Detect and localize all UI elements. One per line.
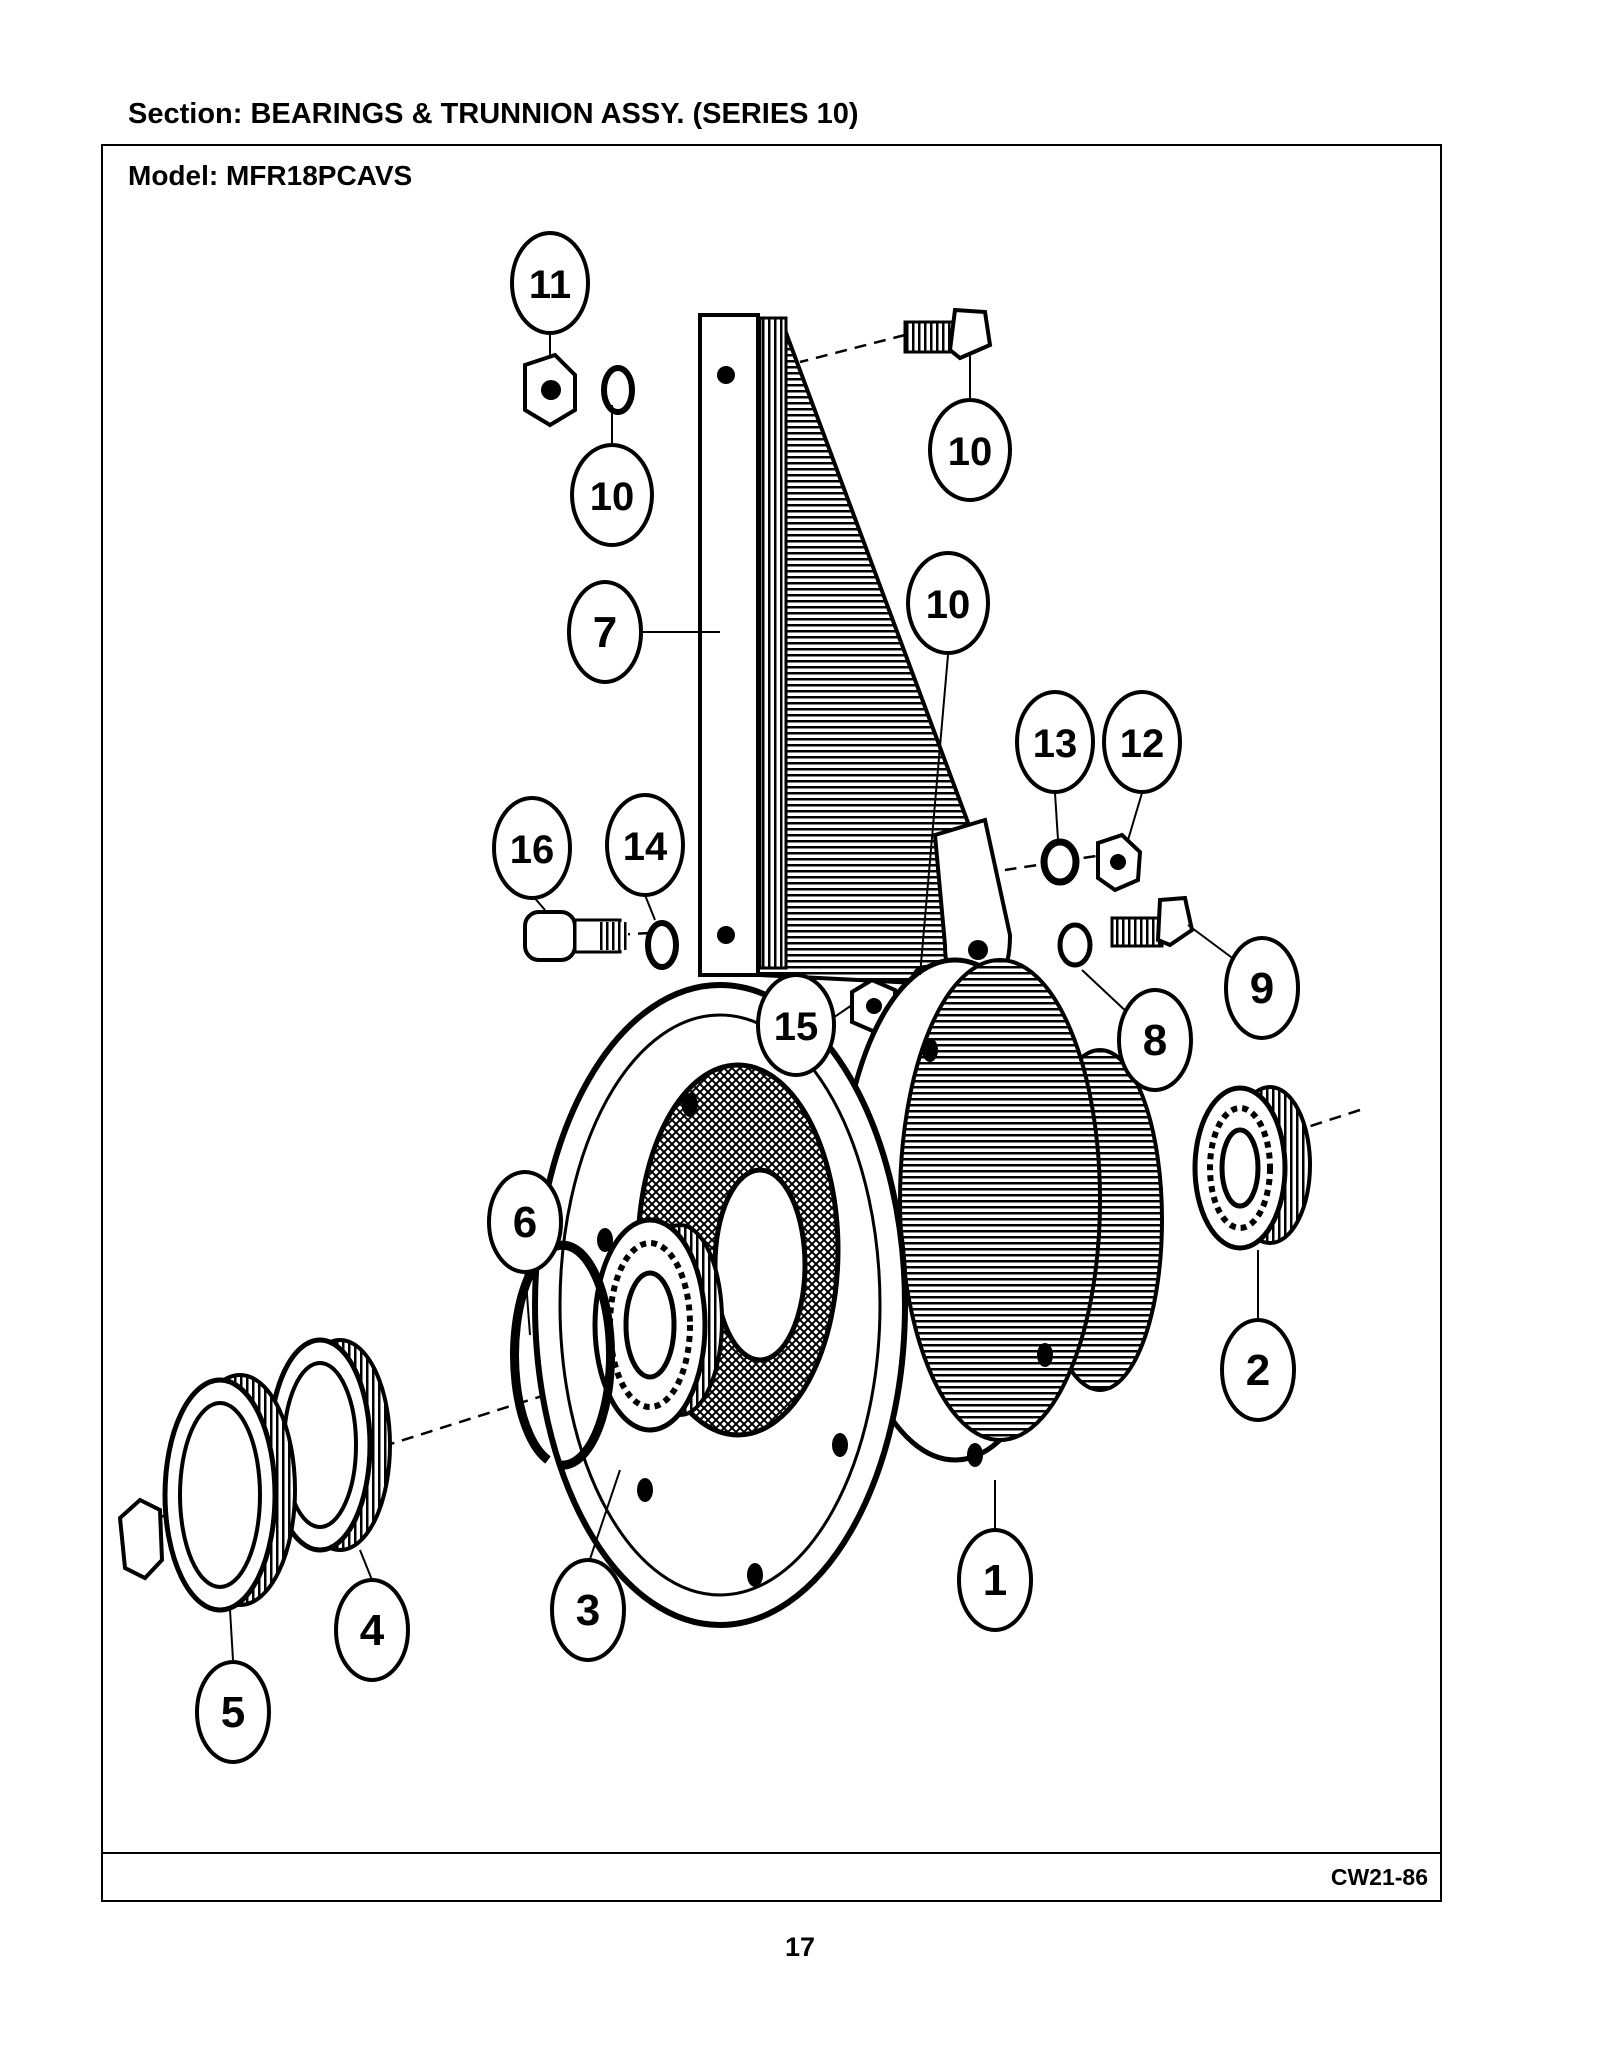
washer-part-14 [645,920,679,970]
callout-9: 9 [1224,936,1300,1040]
callout-14-circle [605,793,685,897]
callout-10b-circle [928,398,1012,502]
nut-part-12 [1096,832,1143,893]
callout-10a: 10 [570,443,654,547]
callout-6: 6 [487,1170,563,1274]
callout-10c-label: 10 [926,583,971,627]
callout-5-circle [195,1660,271,1764]
callout-1-circle [957,1528,1033,1632]
callout-6-circle [487,1170,563,1274]
model-label: Model: MFR18PCAVS [128,160,413,191]
callout-13-label: 13 [1033,722,1078,766]
washer-part-8 [1057,922,1093,968]
callout-2: 2 [1220,1318,1296,1422]
bearing-part-2 [1192,1085,1312,1251]
callout-12-label: 12 [1120,722,1165,766]
callout-16-circle [492,796,572,900]
callout-5: 5 [195,1660,271,1764]
callout-1-label: 1 [983,1556,1007,1605]
callout-3-label: 3 [576,1586,600,1635]
callout-9-label: 9 [1250,964,1274,1013]
callout-6-label: 6 [513,1198,537,1247]
callout-10c-circle [906,551,990,655]
diagram-frame: Model: MFR18PCAVS CW21-86 [101,144,1442,1902]
drawing-code: CW21-86 [1330,1864,1428,1890]
callout-4-label: 4 [360,1606,385,1655]
callout-3-circle [550,1558,626,1662]
callout-8: 8 [1117,988,1193,1092]
callout-10c: 10 [906,551,990,655]
lockwasher-part-10-top [601,365,635,415]
bolt-part-16 [523,910,628,962]
callout-2-circle [1220,1318,1296,1422]
callout-10a-circle [570,443,654,547]
callout-4: 4 [334,1578,410,1682]
callout-16: 16 [492,796,572,900]
callout-15-label: 15 [774,1005,819,1049]
callout-8-circle [1117,988,1193,1092]
callout-7: 7 [567,580,643,684]
callout-4-circle [334,1578,410,1682]
callout-5-label: 5 [221,1688,245,1737]
callout-12: 12 [1102,690,1182,794]
callout-11-label: 11 [529,263,571,307]
callout-11: 11 [510,231,590,335]
callout-11-circle [510,231,590,335]
callout-10b: 10 [928,398,1012,502]
snap-ring-part-6 [510,1240,615,1470]
bolt-part-9 [1110,895,1195,948]
seal-ring-part-5 [162,1373,297,1613]
callout-16-label: 16 [510,828,555,872]
callout-15: 15 [756,973,836,1077]
callout-14-label: 14 [623,825,668,869]
bearing-part-3 [592,1217,724,1433]
callout-2-label: 2 [1246,1346,1270,1395]
frame-footer-divider [103,1852,1440,1854]
callout-7-circle [567,580,643,684]
nut-part-11 [523,352,577,428]
bolt-part-10-top [903,307,993,361]
section-title: Section: BEARINGS & TRUNNION ASSY. (SERI… [128,98,859,130]
callout-10a-label: 10 [590,475,635,519]
callout-13: 13 [1015,690,1095,794]
page-number: 17 [784,1932,816,1962]
end-cap [117,1497,165,1581]
callout-3: 3 [550,1558,626,1662]
callout-10b-label: 10 [948,430,993,474]
callout-8-label: 8 [1143,1016,1167,1065]
callout-15-circle [756,973,836,1077]
callout-7-label: 7 [593,608,617,657]
callout-1: 1 [957,1528,1033,1632]
trunnion-bracket [698,313,1013,993]
callout-13-circle [1015,690,1095,794]
callout-14: 14 [605,793,685,897]
callout-9-circle [1224,936,1300,1040]
callout-12-circle [1102,690,1182,794]
lockwasher-part-13 [1040,838,1080,886]
